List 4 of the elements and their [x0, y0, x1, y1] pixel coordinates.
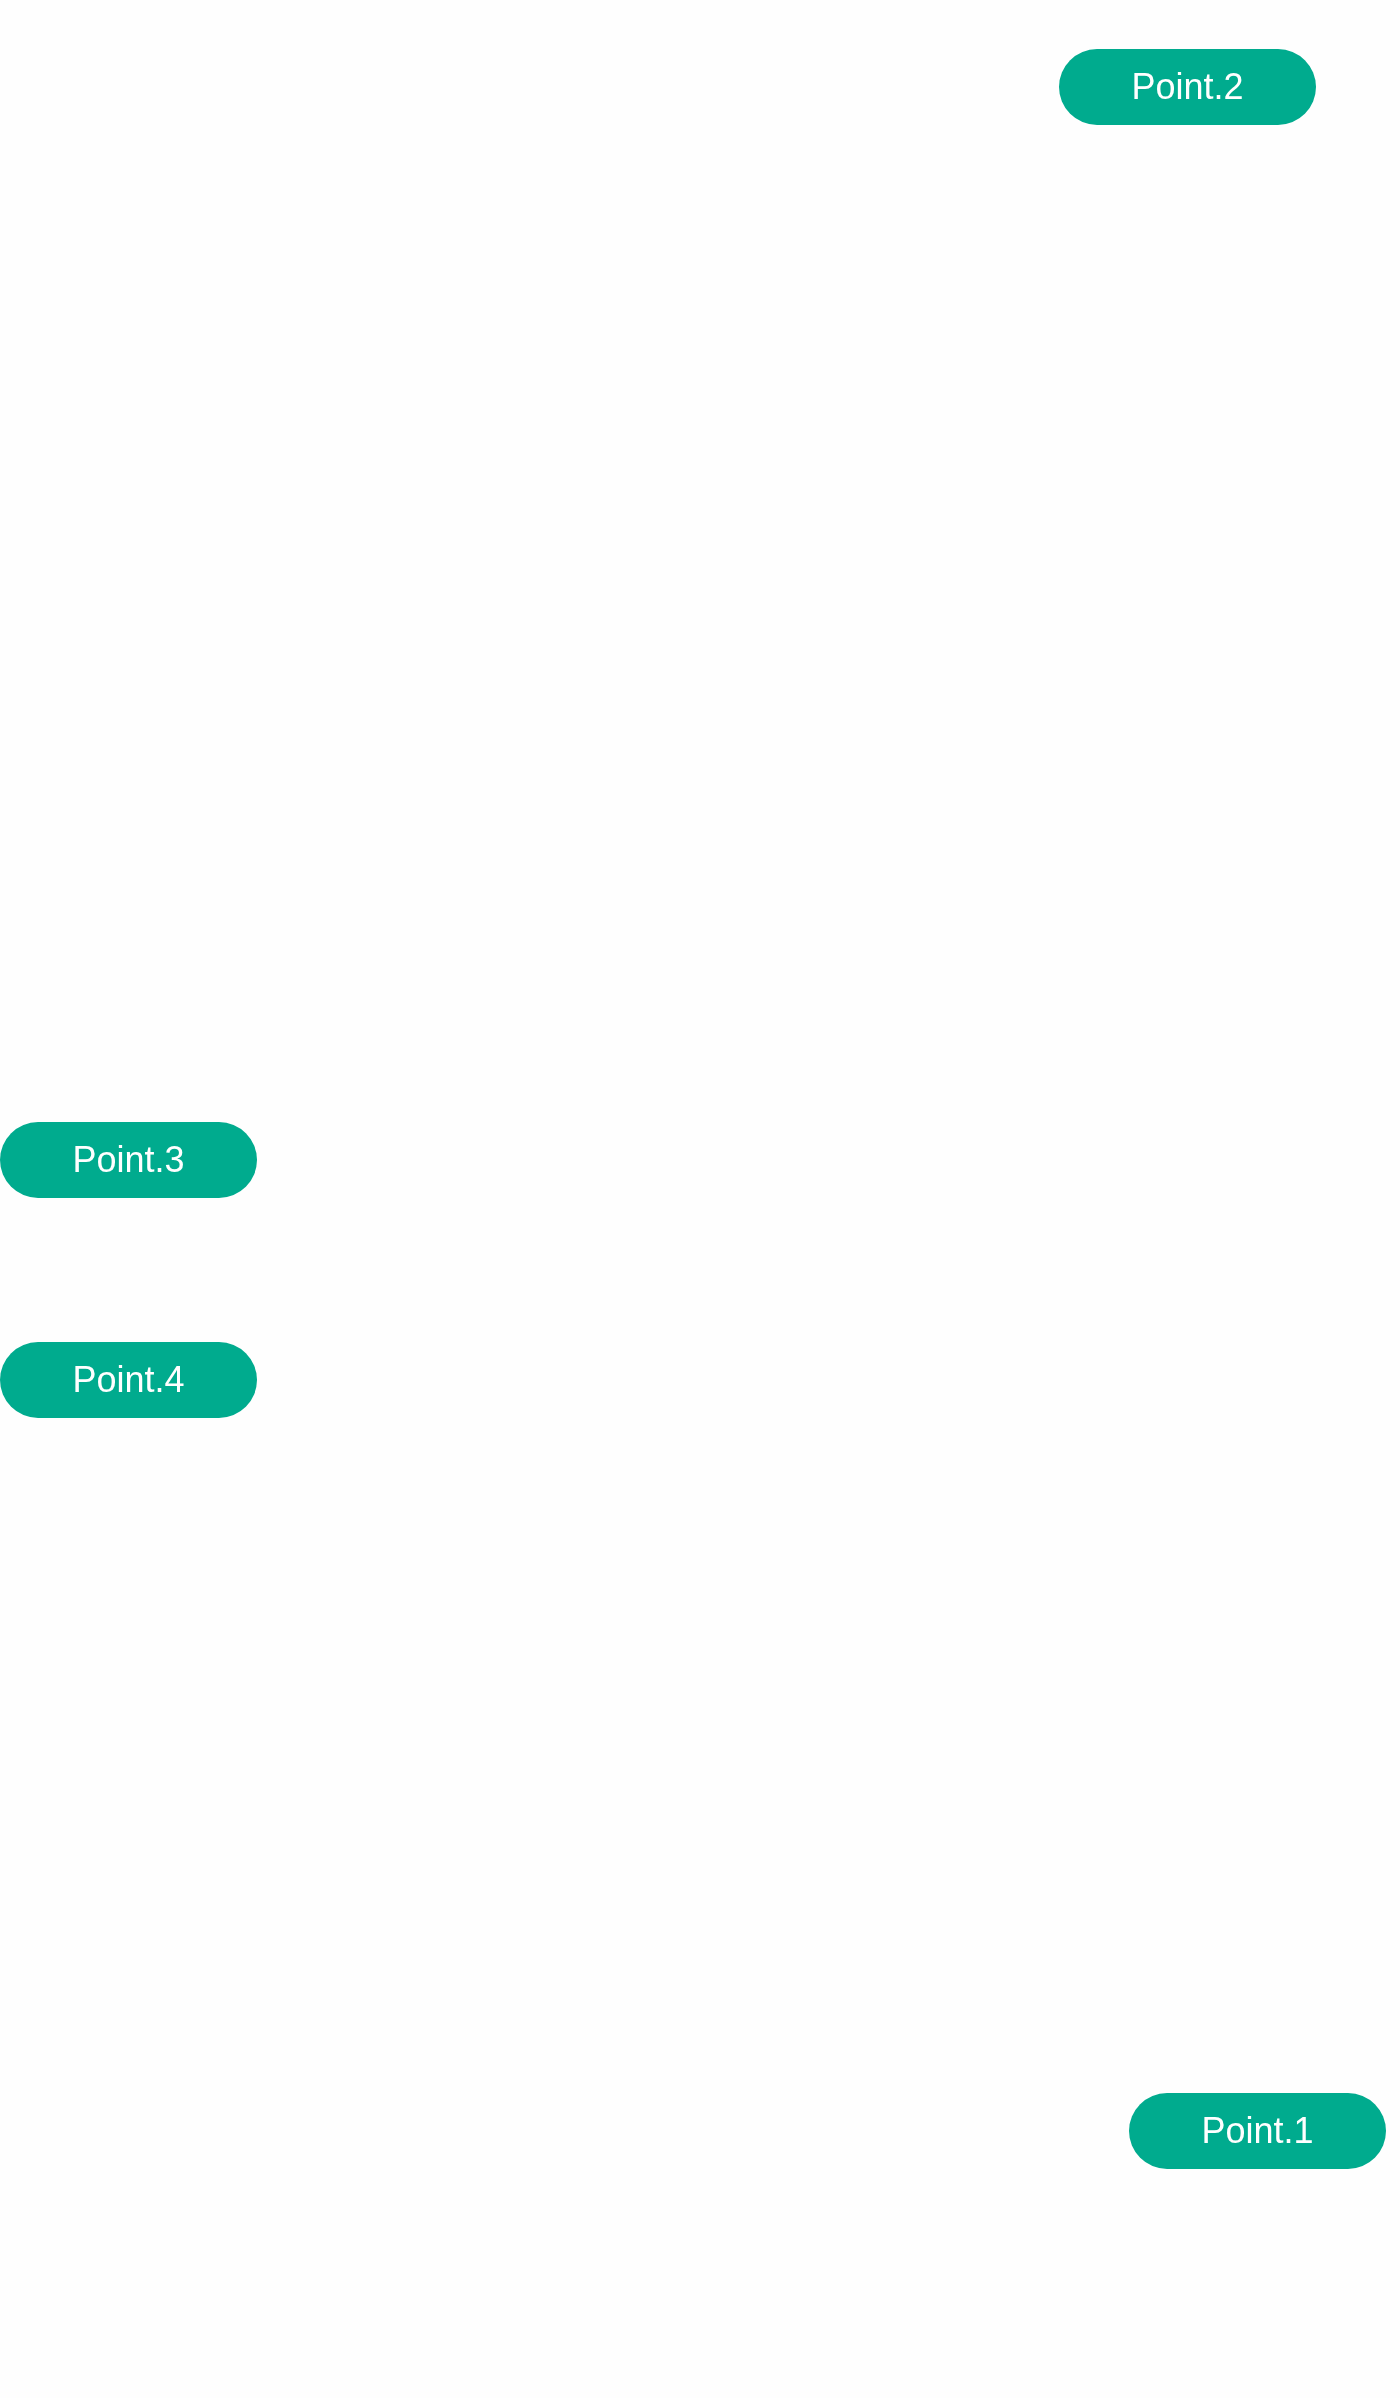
point-label: Point.4: [0, 1342, 257, 1418]
point-label: Point.3: [0, 1122, 257, 1198]
point-label: Point.2: [1059, 49, 1316, 125]
point-label: Point.1: [1129, 2093, 1386, 2169]
